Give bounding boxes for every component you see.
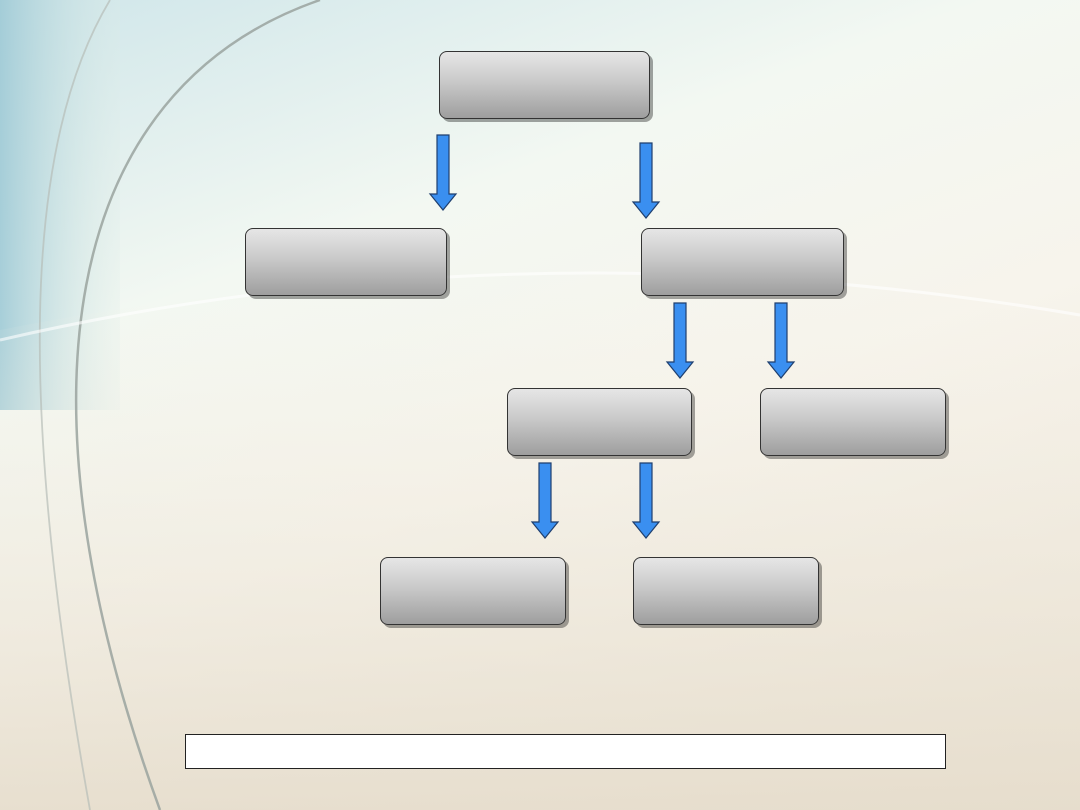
- down-arrow-icon: [766, 302, 796, 379]
- tree-node-left: [245, 228, 447, 296]
- down-arrow-icon: [631, 462, 661, 539]
- down-arrow-icon: [665, 302, 695, 379]
- tree-node-leaf-left: [380, 557, 566, 625]
- tree-node-leaf-right: [633, 557, 819, 625]
- down-arrow-icon: [428, 134, 458, 211]
- tree-node-right: [641, 228, 844, 296]
- tree-node-right-right: [760, 388, 946, 456]
- caption-box: [185, 734, 946, 769]
- tree-node-right-left: [507, 388, 692, 456]
- tree-node-root: [439, 51, 650, 119]
- down-arrow-icon: [631, 142, 661, 219]
- down-arrow-icon: [530, 462, 560, 539]
